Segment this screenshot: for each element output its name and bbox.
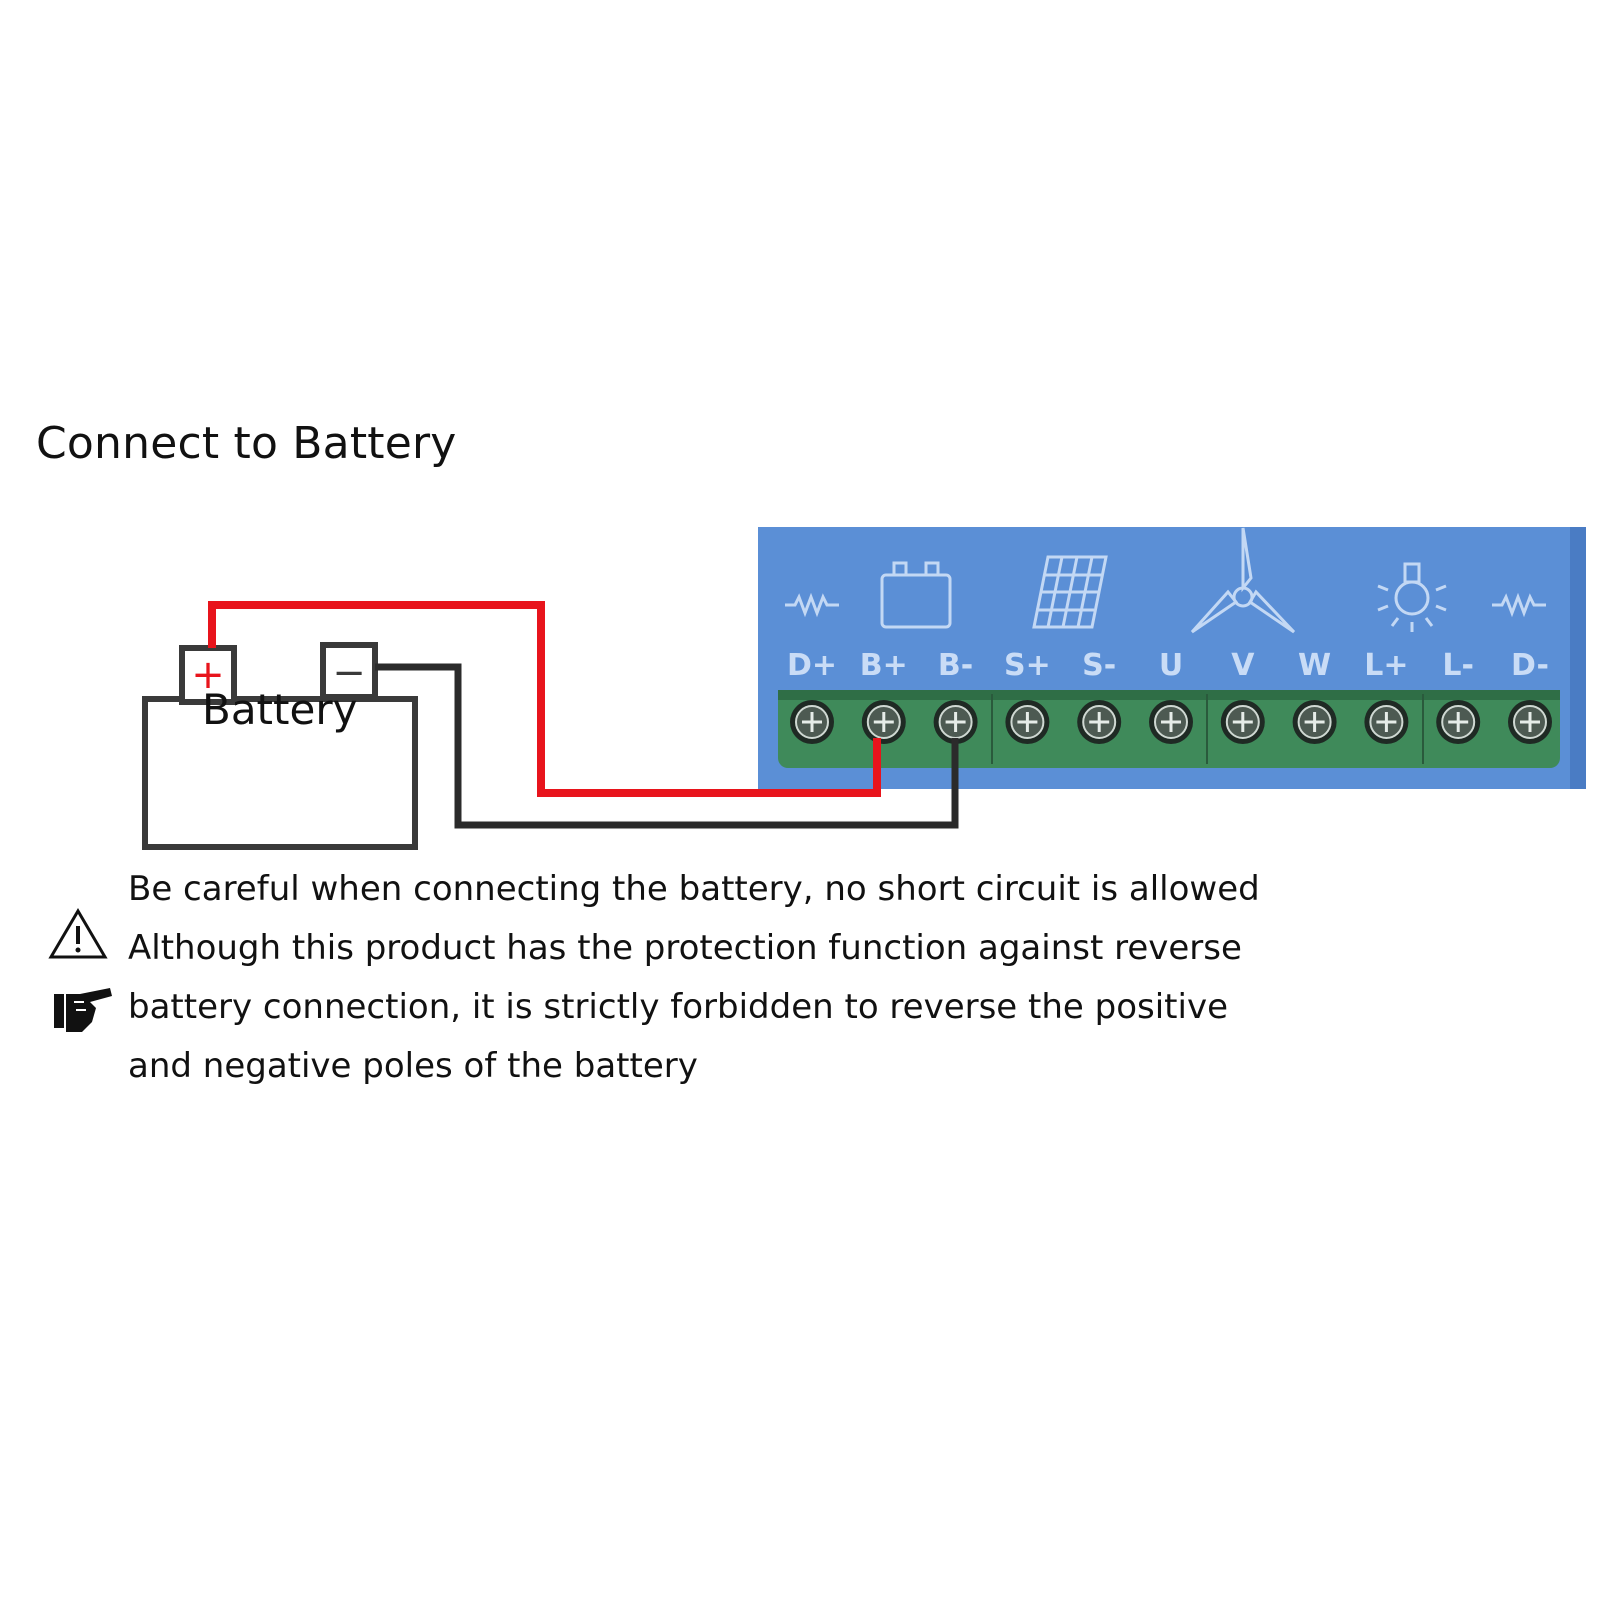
battery-body [142,696,418,850]
terminal-label-bplus: B+ [860,648,908,683]
battery: + − Battery [142,642,418,850]
terminal-screw [1077,700,1122,744]
terminal-label-v: V [1231,648,1255,683]
safety-notes: Be careful when connecting the battery, … [128,860,1428,1096]
negative-terminal [320,642,378,700]
controller-edge [1570,527,1586,789]
terminal-screw [861,700,906,744]
terminal-label-dminus: D- [1511,648,1549,683]
positive-symbol: + [191,652,225,698]
terminal-screw [1292,700,1337,744]
battery-symbol-icon [880,561,952,629]
negative-symbol: − [332,650,366,696]
negative-wire [375,663,959,829]
terminal-block-top-shade [778,690,1560,700]
terminal-screw [1220,700,1265,744]
terminal-screw [1436,700,1481,744]
note-line: Although this product has the protection… [128,928,1242,968]
terminal-screw [1364,700,1409,744]
note-line: Be careful when connecting the battery, … [128,869,1260,909]
positive-terminal [179,645,237,705]
terminal-label-sminus: S- [1082,648,1116,683]
page-title: Connect to Battery [36,418,457,469]
light-bulb-icon [1377,562,1447,632]
terminal-label-splus: S+ [1004,648,1051,683]
warning-triangle-icon [48,908,108,959]
positive-wire [208,601,881,797]
controller-panel: D+ B+ B- S+ S- U V W L+ L- D- [758,527,1586,789]
terminal-label-lminus: L- [1442,648,1474,683]
battery-label: Battery [202,685,357,734]
terminal-label-w: W [1298,648,1331,683]
pointing-hand-icon [54,988,112,1032]
wind-turbine-icon [1190,527,1296,634]
terminal-label-dplus: D+ [787,648,837,683]
terminal-label-bminus: B- [938,648,973,683]
note-line: battery connection, it is strictly forbi… [128,987,1229,1027]
terminal-screw [933,700,978,744]
terminal-label-lplus: L+ [1364,648,1408,683]
resistor-right-icon [1492,592,1546,618]
solar-panel-icon [1032,555,1108,629]
resistor-left-icon [785,592,839,618]
terminal-screw [1508,700,1552,744]
terminal-screw [790,700,834,744]
terminal-screw [1149,700,1193,744]
note-line: and negative poles of the battery [128,1046,698,1086]
terminal-label-u: U [1159,648,1183,683]
terminal-screw [1005,700,1050,744]
